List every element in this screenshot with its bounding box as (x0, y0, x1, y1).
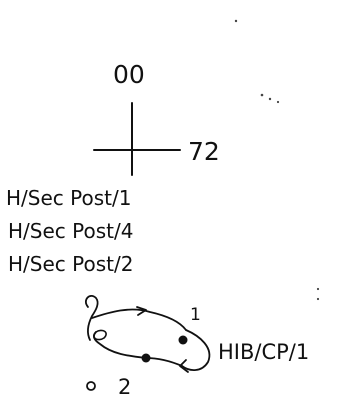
post-item: H/Sec Post/2 (8, 252, 133, 276)
route-diagram: 1 2 HIB/CP/1 (84, 295, 309, 399)
route-path-upper (91, 308, 187, 331)
arrow-head-upper (136, 306, 147, 316)
route-inner-loop (93, 329, 107, 341)
node-label-2: 2 (118, 375, 131, 399)
stray-marks (234, 19, 320, 301)
node-2-dot (141, 353, 151, 363)
crosshair-mark (93, 102, 181, 176)
route-path-lower (93, 331, 183, 367)
right-label: 72 (188, 137, 220, 166)
post-item: H/Sec Post/4 (8, 219, 133, 243)
open-circle-marker (86, 381, 96, 391)
route-path-right (181, 329, 211, 371)
node-label-1: 1 (190, 305, 201, 325)
diagram-caption: HIB/CP/1 (218, 340, 309, 364)
post-list: H/Sec Post/1 H/Sec Post/4 H/Sec Post/2 (6, 186, 133, 276)
top-label: 00 (113, 60, 145, 89)
route-start-loop (84, 295, 99, 341)
node-1-dot (178, 335, 188, 345)
post-item: H/Sec Post/1 (6, 186, 131, 210)
